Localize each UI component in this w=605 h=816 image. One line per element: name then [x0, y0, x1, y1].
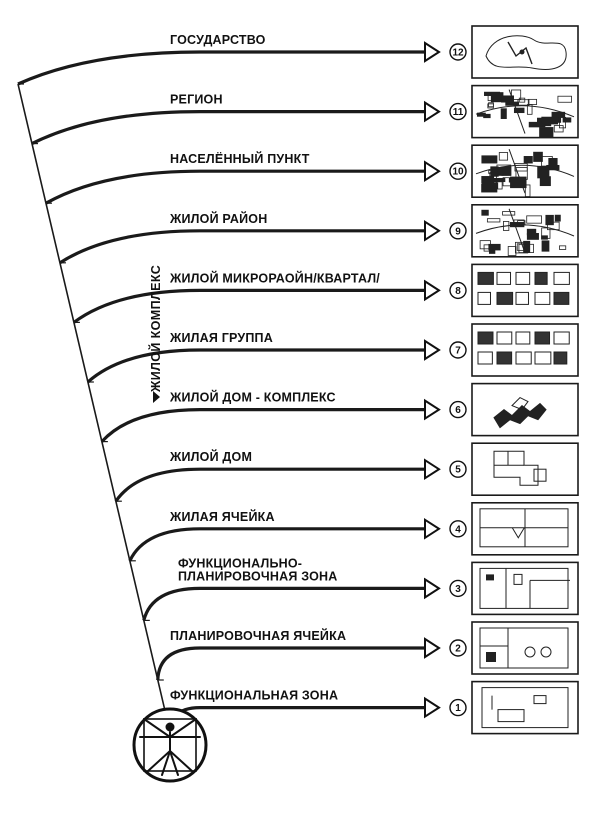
level-label: РЕГИОН — [170, 93, 223, 107]
level-label: ЖИЛАЯ ЯЧЕЙКА — [169, 509, 275, 524]
functional-zone-plan-icon — [471, 561, 579, 616]
vertical-label-group: ЖИЛОЙ КОМПЛЕКС — [148, 265, 163, 403]
building-complex-plan-icon — [471, 382, 579, 437]
level-row: ЖИЛОЙ ДОМ 5 — [114, 442, 579, 503]
level-line — [86, 348, 425, 384]
level-number-badge — [449, 520, 467, 538]
level-label: ЖИЛАЯ ГРУППА — [169, 331, 273, 345]
level-number-badge — [449, 460, 467, 478]
level-number-badge — [449, 698, 467, 717]
level-label: ЖИЛОЙ МИКРОРАОЙН/КВАРТАЛ/ — [169, 270, 380, 285]
level-number-badge — [449, 639, 467, 657]
level-row: ЖИЛОЙ ДОМ - КОМПЛЕКС 6 — [100, 382, 579, 443]
level-label: НАСЕЛЁННЫЙ ПУНКТ — [170, 151, 310, 166]
level-line — [128, 527, 425, 562]
level-number: 1 — [455, 703, 461, 714]
level-label: ГОСУДАРСТВО — [170, 33, 266, 47]
level-number-badge — [449, 281, 467, 300]
settlement-plan-icon — [471, 144, 579, 198]
level-label: ЖИЛОЙ РАЙОН — [169, 211, 267, 226]
level-row: ПЛАНИРОВОЧНАЯ ЯЧЕЙКА 2 — [156, 621, 579, 681]
level-number: 2 — [455, 644, 461, 655]
microdistrict-plan-icon — [471, 263, 579, 318]
level-number: 9 — [455, 226, 461, 237]
level-row: ФУНКЦИОНАЛЬНО-ПЛАНИРОВОЧНАЯ ЗОНА 3 — [142, 556, 579, 622]
vitruvian-legs-spread — [147, 749, 193, 772]
level-number-badge — [449, 341, 467, 359]
level-row: НАСЕЛЁННЫЙ ПУНКТ 10 — [45, 144, 579, 205]
level-number-badge — [449, 162, 467, 180]
level-row: ЖИЛАЯ ГРУППА 7 — [86, 323, 579, 384]
vitruvian-head — [165, 722, 175, 732]
level-line — [45, 169, 425, 205]
level-arrow-icon — [424, 219, 441, 242]
vitruvian-square — [143, 718, 197, 772]
vitruvian-man-icon — [132, 707, 208, 783]
state-map-icon — [471, 25, 579, 79]
level-line — [114, 467, 425, 503]
level-label: ФУНКЦИОНАЛЬНАЯ ЗОНА — [170, 689, 338, 703]
level-line — [142, 586, 425, 621]
level-number: 11 — [453, 107, 464, 118]
level-line — [156, 646, 425, 681]
level-line — [72, 288, 425, 324]
level-number: 7 — [455, 346, 461, 357]
vitruvian-arms-raised — [143, 718, 197, 739]
level-arrow-icon — [424, 100, 441, 123]
level-label: ЖИЛОЙ ДОМ - КОМПЛЕКС — [169, 390, 336, 405]
house-plan-icon — [471, 442, 579, 497]
level-arrow-icon — [424, 577, 441, 600]
level-number-badge — [449, 400, 467, 419]
level-row: ФУНКЦИОНАЛЬНАЯ ЗОНА 1 — [169, 680, 579, 741]
level-number: 4 — [455, 524, 461, 535]
level-line — [59, 229, 425, 265]
level-arrow-icon — [424, 458, 441, 481]
level-number: 10 — [452, 167, 464, 178]
level-number-badge — [449, 222, 467, 240]
level-arrow-icon — [424, 637, 441, 659]
vertical-arrow-icon — [153, 391, 160, 403]
level-number-badge — [449, 579, 467, 598]
level-row: ЖИЛОЙ МИКРОРАОЙН/КВАРТАЛ/8 — [72, 263, 579, 324]
level-row: ЖИЛАЯ ЯЧЕЙКА 4 — [128, 501, 579, 562]
level-arrow-icon — [424, 279, 441, 302]
level-line — [17, 50, 425, 86]
level-number-badge — [449, 102, 467, 121]
level-arrow-icon — [424, 696, 441, 719]
level-label: ФУНКЦИОНАЛЬНО-ПЛАНИРОВОЧНАЯ ЗОНА — [178, 556, 337, 583]
level-row: ГОСУДАРСТВО 12 — [17, 25, 579, 86]
level-line — [169, 706, 425, 740]
region-map-icon — [471, 84, 579, 139]
level-number: 6 — [455, 405, 461, 416]
housing-group-plan-icon — [471, 323, 579, 377]
planning-cell-plan-icon — [471, 621, 579, 675]
level-label: ПЛАНИРОВОЧНАЯ ЯЧЕЙКА — [170, 628, 346, 643]
level-label: ЖИЛОЙ ДОМ — [169, 449, 252, 464]
level-number: 3 — [455, 584, 461, 595]
vertical-label-text: ЖИЛОЙ КОМПЛЕКС — [148, 265, 163, 393]
district-plan-icon — [471, 204, 579, 258]
fan-left-edge — [17, 83, 167, 716]
level-arrow-icon — [424, 398, 441, 421]
apartment-cell-plan-icon — [471, 501, 579, 556]
room-plan-icon — [471, 680, 579, 735]
level-line — [100, 408, 425, 443]
level-number-badge — [449, 43, 467, 61]
level-line — [31, 110, 425, 146]
level-number: 5 — [455, 465, 461, 476]
level-row: РЕГИОН 11 — [31, 84, 579, 146]
level-arrow-icon — [424, 339, 441, 361]
level-row: ЖИЛОЙ РАЙОН 9 — [59, 204, 579, 265]
level-arrow-icon — [424, 517, 441, 540]
level-number: 12 — [452, 48, 464, 59]
level-arrow-icon — [424, 160, 441, 183]
level-arrow-icon — [424, 41, 441, 63]
level-number: 8 — [455, 286, 461, 297]
